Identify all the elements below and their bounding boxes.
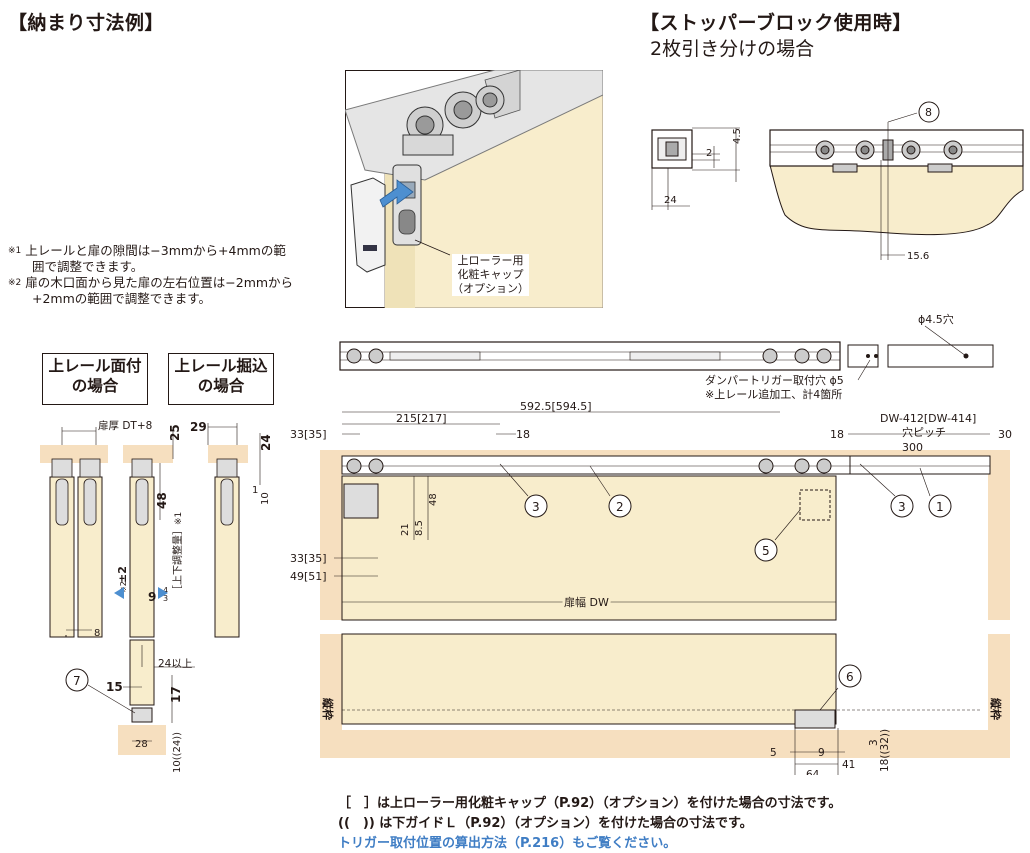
callout-8: 8 (925, 106, 932, 119)
dim-8-5: 8.5 (414, 520, 425, 536)
dim-30: 30 (998, 428, 1012, 441)
callout-3b: 3 (898, 500, 906, 514)
dim-stopper-15.6: 15.6 (907, 251, 929, 262)
dim-9: 9 (818, 747, 825, 759)
callout-1: 1 (936, 500, 944, 514)
dim-41: 41 (842, 759, 855, 771)
case-box-recess: 上レール掘込 の場合 (168, 353, 274, 405)
cap-caption-3: （オプション） (452, 282, 529, 295)
dim-24-more: 24以上 (158, 658, 192, 670)
hole-pitch-300: 300 (902, 441, 923, 454)
dim-64: 64 (806, 769, 820, 775)
dim-18-32: 18((32)) (879, 729, 891, 772)
dim-note1: ※1 (174, 512, 184, 525)
dim-5: 5 (770, 747, 777, 759)
dim-3: 3 (868, 739, 880, 746)
case-recess-line2: の場合 (197, 377, 245, 395)
dim-33-35-top: 33[35] (290, 428, 327, 441)
section-drawings: 扉厚 DT+8 25 29 24 1 10 48 ※1 ［上下調整量］ 4 3 … (40, 419, 273, 773)
case-surface-line1: 上レール面付 (48, 357, 142, 375)
arrow-right-icon (158, 587, 168, 599)
roller-icon (346, 348, 832, 364)
frame-label-left: 縦枠 (321, 698, 335, 720)
section-title-stopper: 【ストッパーブロック使用時】 (640, 12, 912, 34)
case-box-surface: 上レール面付 の場合 (42, 353, 148, 405)
note2-text-2: +2mmの範囲で調整できます。 (32, 291, 212, 306)
case-surface-line2: の場合 (71, 377, 119, 395)
dim-8: 8 (94, 628, 100, 639)
dim-9: 9 (148, 590, 156, 604)
note2-text: 扉の木口面から見た扉の左右位置は−2mmから (25, 275, 294, 290)
dim-note2: ※2 (119, 581, 128, 593)
damper-note-2: ※上レール追加工、計4箇所 (705, 388, 843, 401)
callout-8-circle (918, 101, 940, 123)
dim-33-35-side: 33[35] (290, 552, 327, 565)
cap-caption: 上ローラー用 化粧キャップ （オプション） (452, 254, 529, 296)
footer-note-1: ［ ］は上ローラー用化粧キャップ（P.92）（オプション）を付けた場合の寸法です… (338, 796, 842, 811)
cap-caption-2: 化粧キャップ (457, 268, 524, 281)
roller-icon (346, 458, 832, 474)
dim-door-thickness: 扉厚 DT+8 (98, 419, 152, 432)
dim-24: 24 (259, 434, 273, 451)
dim-592-5: 592.5[594.5] (520, 400, 592, 413)
dim-10-24: 10((24)) (172, 732, 183, 773)
notes: ※1 上レールと扉の隙間は−3mmから+4mmの範 囲で調整できます。 ※2 扉… (8, 243, 328, 307)
cap-caption-1: 上ローラー用 (457, 254, 524, 267)
hole-label: ϕ4.5穴 (918, 312, 954, 326)
arrow-icon (379, 179, 414, 208)
dim-3: 3 (163, 594, 168, 603)
hole-pitch-label: 穴ピッチ (902, 425, 946, 439)
footer-note-2: (( )) は下ガイドＬ（P.92）（オプション）を付けた場合の寸法です。 (338, 816, 753, 831)
dim-17: 17 (169, 686, 183, 703)
callout-2: 2 (616, 500, 624, 514)
dim-10: 10 (260, 492, 271, 505)
roller-cap-illustration (345, 70, 603, 308)
stopper-plan-view: 15.6 8 (769, 101, 1024, 262)
note1-text: 上レールと扉の隙間は−3mmから+4mmの範 (25, 243, 286, 258)
damper-note: ダンパートリガー取付穴 ϕ5 ※上レール追加工、計4箇所 (705, 374, 844, 402)
footer-link-trigger[interactable]: トリガー取付位置の算出方法（P.216）もご覧ください。 (338, 836, 677, 851)
dim-29: 29 (190, 420, 207, 434)
dim-28: 28 (135, 739, 148, 750)
dim-stopper-24: 24 (664, 195, 677, 206)
section-subtitle: 2枚引き分けの場合 (650, 38, 815, 60)
dim-18-right: 18 (830, 428, 844, 441)
note1-text-2: 囲で調整できます。 (32, 259, 144, 274)
rail-top-view: ϕ4.5穴 (339, 312, 994, 381)
frame-label-right: 縦枠 (989, 698, 1003, 720)
callout-6: 6 (846, 670, 854, 684)
dim-21: 21 (400, 523, 411, 536)
dim-stopper-2: 2 (706, 148, 712, 159)
dim-1: 1 (252, 485, 258, 496)
case-recess-line1: 上レール掘込 (174, 357, 268, 375)
dim-215: 215[217] (396, 412, 447, 425)
dim-door-width: 扉幅 DW (564, 596, 609, 609)
adjust-label: ［上下調整量］ (171, 525, 184, 595)
callout-7: 7 (73, 674, 81, 688)
callout-circles (499, 463, 952, 711)
dim-49-51: 49[51] (290, 570, 327, 583)
note1-mark: ※1 (8, 246, 22, 256)
dim-48: 48 (155, 492, 169, 509)
stopper-section-view: 2 4.5 24 (651, 127, 743, 210)
roller-icon (815, 140, 963, 160)
dim-dw412: DW-412[DW-414] (880, 412, 976, 425)
dim-4: 4 (163, 586, 168, 595)
section-title-dimensions: 【納まり寸法例】 (8, 12, 165, 34)
dim-48-main: 48 (428, 493, 439, 506)
damper-note-1: ダンパートリガー取付穴 ϕ5 (705, 374, 844, 387)
arrow-left-icon (114, 587, 124, 599)
roller-icon (402, 85, 505, 156)
dim-25: 25 (168, 424, 182, 441)
callout-5: 5 (762, 544, 770, 558)
dim-18-left: 18 (516, 428, 530, 441)
dim-15: 15 (106, 680, 123, 694)
callout-3a: 3 (532, 500, 540, 514)
callout-7-circle (65, 668, 89, 692)
dim-stopper-4.5: 4.5 (732, 128, 743, 144)
dim-pm2: ±2 (116, 566, 129, 583)
note2-mark: ※2 (8, 278, 22, 288)
elevation-drawing: 592.5[594.5] 215[217] 33[35] 18 18 DW-41… (290, 400, 1012, 775)
